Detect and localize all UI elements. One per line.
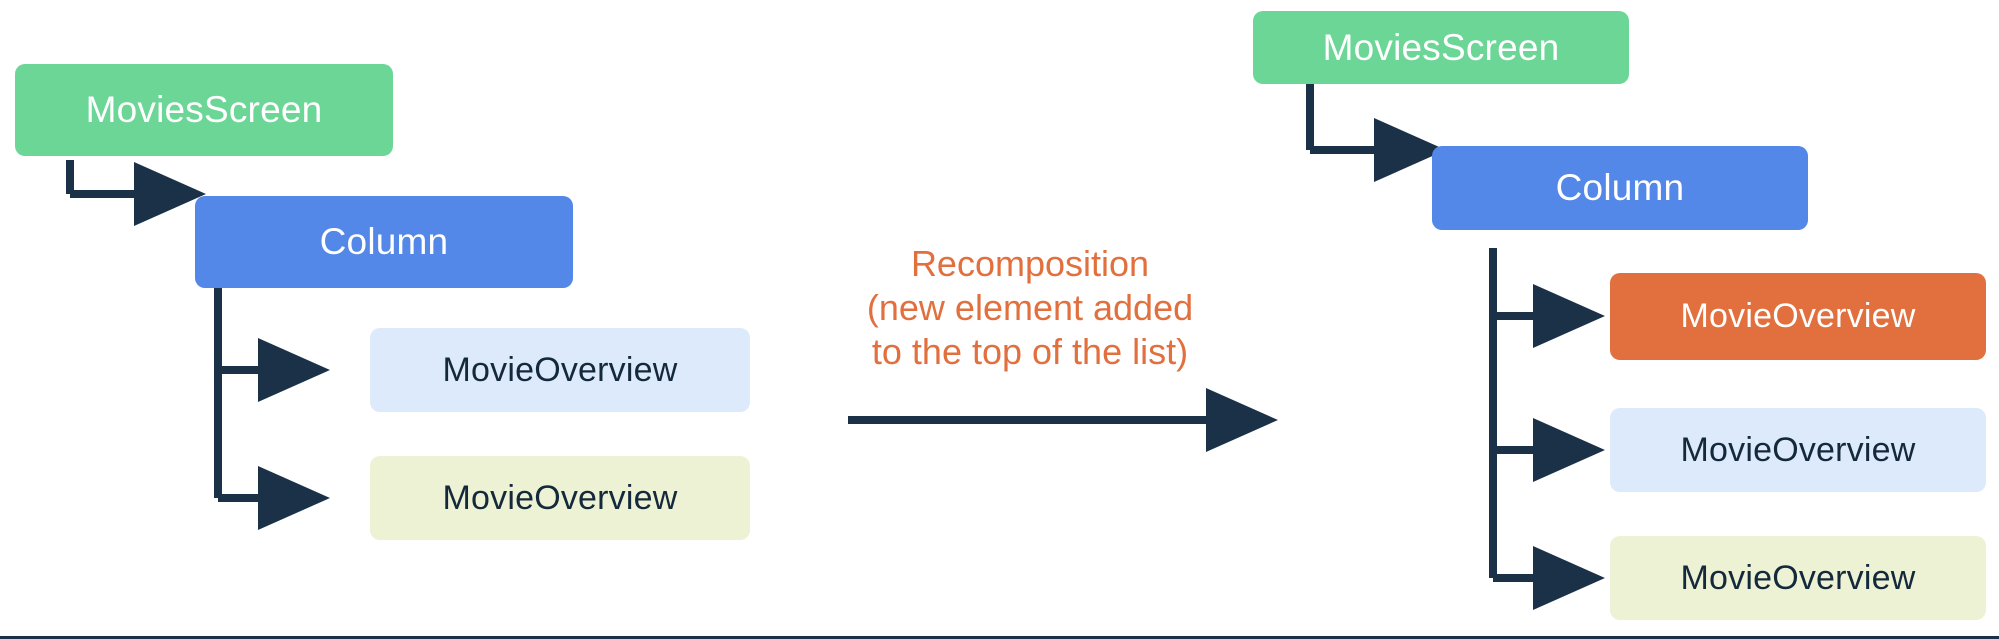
connector-left-column-children	[214, 288, 330, 530]
after-node-movie-overview-new-label: MovieOverview	[1680, 297, 1916, 335]
before-node-column[interactable]: Column	[195, 196, 573, 288]
transition-caption: Recomposition (new element added to the …	[835, 242, 1225, 374]
after-node-column-label: Column	[1555, 167, 1685, 208]
after-node-movie-overview-new[interactable]: MovieOverview	[1610, 273, 1986, 360]
before-node-movies-screen[interactable]: MoviesScreen	[15, 64, 393, 156]
after-node-movies-screen[interactable]: MoviesScreen	[1253, 11, 1629, 84]
before-node-column-label: Column	[319, 221, 449, 262]
before-node-movie-overview-1[interactable]: MovieOverview	[370, 328, 750, 412]
before-node-movie-overview-2-label: MovieOverview	[442, 478, 678, 517]
before-node-movies-screen-label: MoviesScreen	[85, 89, 323, 130]
connector-right-column-children	[1489, 248, 1605, 610]
after-node-movies-screen-label: MoviesScreen	[1322, 26, 1560, 68]
after-node-movie-overview-1-label: MovieOverview	[1680, 430, 1916, 469]
before-node-movie-overview-1-label: MovieOverview	[442, 350, 678, 389]
transition-caption-line-3: to the top of the list)	[871, 331, 1189, 372]
transition-caption-line-2: (new element added	[866, 287, 1194, 328]
after-node-movie-overview-1[interactable]: MovieOverview	[1610, 408, 1986, 492]
after-node-movie-overview-2[interactable]: MovieOverview	[1610, 536, 1986, 620]
after-node-column[interactable]: Column	[1432, 146, 1808, 230]
after-node-movie-overview-2-label: MovieOverview	[1680, 558, 1916, 597]
before-node-movie-overview-2[interactable]: MovieOverview	[370, 456, 750, 540]
connector-left-screen-to-column	[66, 160, 206, 226]
transition-caption-line-1: Recomposition	[910, 243, 1150, 284]
connector-right-screen-to-column	[1306, 84, 1446, 182]
